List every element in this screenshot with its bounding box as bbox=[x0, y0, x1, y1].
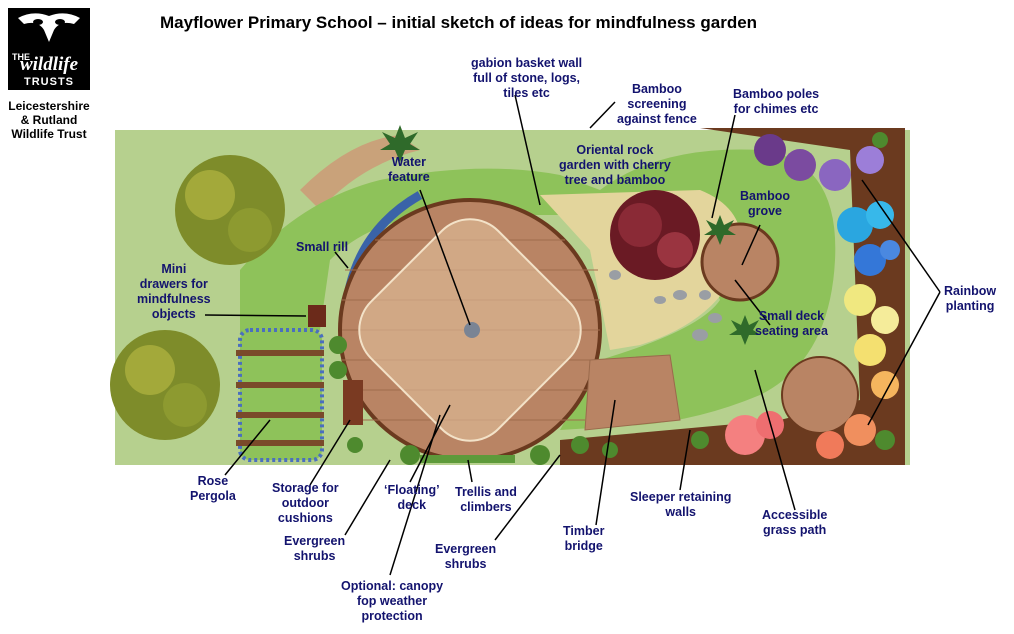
label-trellis: Trellis and climbers bbox=[455, 485, 517, 514]
label-timber-bridge: Timber bridge bbox=[563, 524, 605, 553]
spiky-plants bbox=[380, 125, 761, 345]
badger-icon bbox=[18, 13, 80, 42]
label-mini-drawers: Mini drawers for mindfulness objects bbox=[137, 262, 211, 321]
mini-drawers bbox=[308, 305, 326, 327]
bamboo-grove bbox=[700, 222, 780, 302]
org-line: Wildlife Trust bbox=[11, 127, 87, 141]
trellis bbox=[420, 455, 515, 463]
wildlife-trusts-logo: THE wildlife TRUSTS bbox=[8, 8, 90, 90]
label-canopy: Optional: canopy fop weather protection bbox=[341, 579, 444, 623]
label-small-deck: Small deck seating area bbox=[755, 309, 828, 338]
rainbow-planting bbox=[725, 134, 900, 459]
organisation-name: Leicestershire & Rutland Wildlife Trust bbox=[4, 99, 94, 141]
label-sleeper-walls: Sleeper retaining walls bbox=[630, 490, 732, 519]
logo-trusts: TRUSTS bbox=[24, 76, 74, 88]
evergreen-shrubs bbox=[329, 132, 895, 465]
leader-lines bbox=[204, 94, 941, 576]
storage-box bbox=[343, 380, 363, 425]
label-bamboo-grove: Bamboo grove bbox=[740, 189, 790, 218]
org-line: & Rutland bbox=[20, 113, 78, 127]
rose-pergola bbox=[238, 328, 324, 462]
label-bamboo-screening: Bamboo screening against fence bbox=[617, 82, 697, 126]
water-feature bbox=[464, 322, 480, 338]
label-rainbow-planting: Rainbow planting bbox=[944, 284, 997, 313]
label-oriental-rock-garden: Oriental rock garden with cherry tree an… bbox=[559, 143, 671, 187]
label-bamboo-poles: Bamboo poles for chimes etc bbox=[733, 87, 820, 116]
org-line: Leicestershire bbox=[8, 99, 90, 113]
page-title: Mayflower Primary School – initial sketc… bbox=[160, 13, 758, 32]
label-storage: Storage for outdoor cushions bbox=[272, 481, 339, 525]
label-gabion: gabion basket wall full of stone, logs, … bbox=[471, 56, 583, 100]
label-small-rill: Small rill bbox=[296, 240, 349, 254]
label-evergreen-shrubs-mid: Evergreen shrubs bbox=[435, 542, 497, 571]
trees bbox=[110, 155, 285, 440]
label-evergreen-shrubs-left: Evergreen shrubs bbox=[284, 534, 346, 563]
rocks bbox=[609, 270, 722, 341]
small-deck bbox=[781, 356, 859, 434]
timber-bridge bbox=[584, 354, 681, 431]
label-rose-pergola: Rose Pergola bbox=[190, 474, 236, 503]
label-water-feature: Water feature bbox=[388, 155, 430, 184]
label-floating-deck: ‘Floating’ deck bbox=[384, 483, 440, 512]
logo-the: THE bbox=[12, 52, 30, 62]
logo-wildlife: wildlife bbox=[19, 54, 79, 75]
gravel-bank bbox=[300, 135, 420, 210]
label-accessible-path: Accessible grass path bbox=[762, 508, 828, 537]
